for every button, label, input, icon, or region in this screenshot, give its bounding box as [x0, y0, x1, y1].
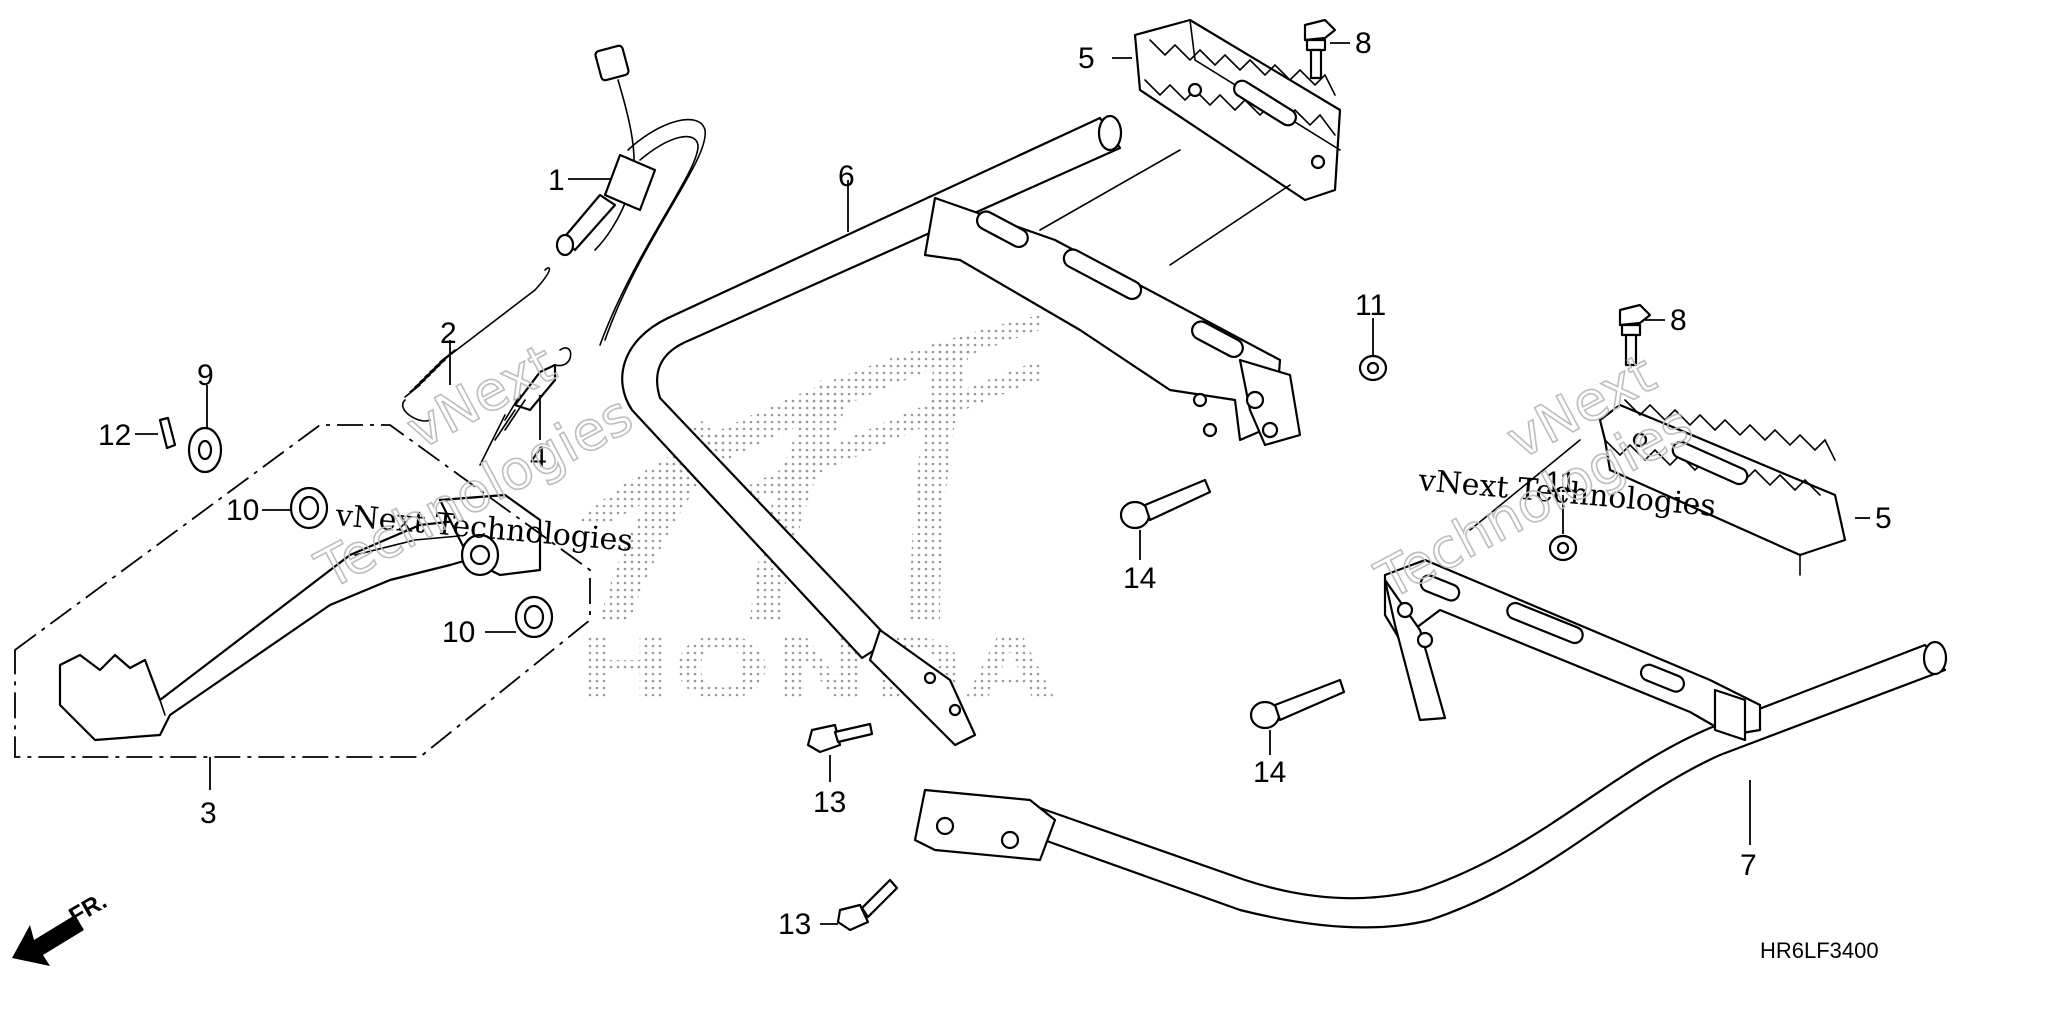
footrest-plate-5-lower [1598, 399, 1847, 557]
callout-12: 12 [98, 419, 131, 452]
footrest-plate-5-upper [1133, 18, 1342, 202]
callout-13-lower: 13 [778, 908, 811, 941]
flange-nut-11-upper [1358, 354, 1388, 382]
flange-bolt-13-lower [836, 878, 899, 932]
leader-lines [135, 42, 1870, 925]
callout-11-upper: 11 [1355, 289, 1386, 322]
callout-3: 3 [200, 797, 217, 830]
flange-bolt-8-upper [1303, 18, 1337, 80]
brake-switch-1 [555, 44, 706, 346]
front-direction-arrow: FR. [12, 887, 111, 966]
callout-2: 2 [440, 317, 457, 350]
callout-5-lower: 5 [1875, 502, 1892, 535]
flange-bolt-8-lower [1618, 303, 1652, 367]
honda-logo-text: HONDA [575, 620, 1055, 718]
cotter-pin-12 [158, 416, 177, 450]
callout-11-lower: 11 [1545, 466, 1576, 499]
callout-7: 7 [1740, 849, 1757, 882]
callout-8-lower: 8 [1670, 304, 1687, 337]
callout-labels: 1 2 3 4 5 5 6 7 8 8 9 10 10 11 11 12 13 … [98, 27, 1892, 941]
flange-bolt-13-upper [806, 722, 874, 754]
diagram-code: HR6LF3400 [1760, 938, 1879, 963]
callout-1: 1 [548, 164, 565, 197]
washer-9 [187, 426, 223, 474]
callout-14-lower: 14 [1253, 756, 1286, 789]
footrest-pipe-6 [621, 114, 1302, 747]
callout-10-lower: 10 [442, 616, 475, 649]
flange-bolt-14-lower [1249, 678, 1346, 730]
pedal-assembly-outline [14, 424, 591, 758]
flange-bolt-14-upper [1119, 478, 1212, 530]
callout-6: 6 [838, 160, 855, 193]
callout-9: 9 [197, 359, 214, 392]
callout-14-upper: 14 [1123, 562, 1156, 595]
brake-pedal-3 [58, 493, 542, 742]
footrest-pipe-7 [913, 558, 1948, 929]
callout-13-upper: 13 [813, 786, 846, 819]
callout-8-upper: 8 [1355, 27, 1372, 60]
switch-spring-4 [479, 347, 572, 466]
callout-10-upper: 10 [226, 494, 259, 527]
callout-4: 4 [530, 441, 547, 474]
bushing-10-upper [289, 486, 329, 530]
bushing-10-lower [514, 595, 554, 639]
flange-nut-11-lower [1548, 534, 1578, 562]
return-spring-2 [401, 267, 551, 422]
callout-5-upper: 5 [1078, 42, 1095, 75]
